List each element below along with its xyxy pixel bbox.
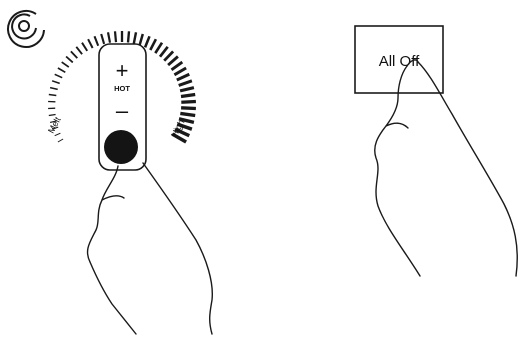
- heat-level-tick: [178, 79, 193, 87]
- heat-level-tick: [171, 132, 187, 144]
- heat-level-tick: [154, 41, 164, 54]
- heat-level-tick: [61, 61, 70, 68]
- heat-level-tick: [49, 86, 58, 91]
- heat-level-tick: [81, 42, 89, 52]
- decrease-heat-button[interactable]: –: [116, 98, 129, 123]
- heat-level-tick: [93, 35, 100, 47]
- heat-level-tick: [163, 50, 175, 62]
- heat-level-tick: [178, 117, 195, 125]
- heat-level-tick: [179, 86, 195, 93]
- heat-level-tick: [49, 120, 57, 123]
- heat-level-tick: [173, 66, 187, 77]
- heat-level-tick: [176, 72, 190, 82]
- heat-level-tick: [70, 50, 78, 59]
- heat-level-tick: [176, 122, 193, 131]
- heat-level-tick: [149, 38, 158, 51]
- heat-level-tick-arc: [48, 31, 196, 144]
- increase-heat-button[interactable]: +: [116, 58, 129, 83]
- heat-level-tick: [126, 31, 131, 43]
- heat-level-tick: [57, 138, 64, 143]
- pointing-hand-left: [86, 162, 214, 335]
- burner-element-icon: [7, 9, 45, 48]
- heat-level-tick: [132, 32, 138, 44]
- heat-level-tick: [106, 32, 112, 43]
- dial-min-label: Melt: [46, 115, 63, 135]
- heat-level-tick: [51, 80, 60, 85]
- heat-level-tick: [170, 60, 184, 71]
- heat-level-tick: [180, 92, 196, 99]
- heat-level-tick: [167, 55, 179, 67]
- heat-level-tick: [138, 33, 144, 46]
- heat-setting-label: HOT: [114, 84, 130, 93]
- heat-level-tick: [87, 38, 94, 49]
- heat-level-tick: [181, 99, 196, 104]
- heat-level-tick: [100, 33, 106, 45]
- heat-level-tick: [51, 126, 59, 130]
- slider-touch-point[interactable]: [104, 130, 138, 164]
- heat-level-tick: [143, 35, 151, 48]
- heat-level-tick: [54, 132, 61, 137]
- all-off-button[interactable]: All Off: [354, 25, 444, 94]
- heat-level-tick: [180, 111, 196, 118]
- heat-level-tick: [48, 93, 57, 97]
- heat-level-tick: [174, 127, 191, 138]
- all-off-button-label: All Off: [379, 53, 420, 70]
- heat-level-tick: [54, 73, 63, 79]
- heat-level-tick: [75, 46, 83, 55]
- heat-level-tick: [65, 55, 74, 64]
- pointing-hand-right: [374, 59, 518, 277]
- heat-slider-control[interactable]: + HOT –: [98, 43, 147, 171]
- heat-level-tick: [48, 113, 56, 117]
- heat-level-tick: [57, 67, 66, 74]
- heat-level-tick: [181, 106, 196, 111]
- heat-level-tick: [113, 31, 118, 43]
- heat-level-tick: [158, 45, 169, 58]
